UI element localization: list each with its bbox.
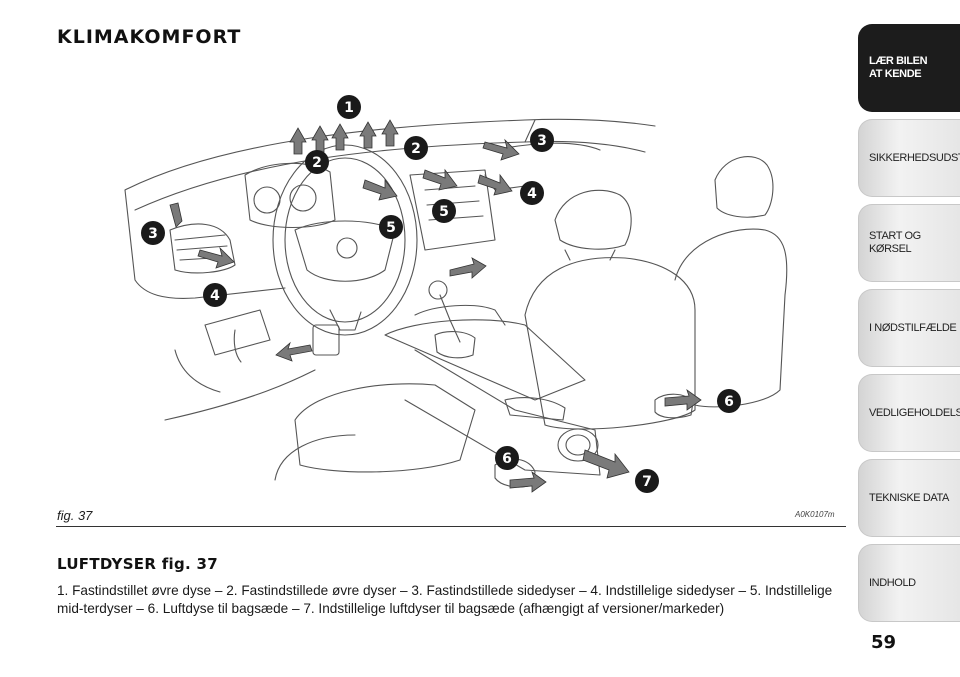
callout-5-left: 5 [379,215,403,239]
callout-2-left: 2 [305,150,329,174]
callout-1: 1 [337,95,361,119]
figure-rule [56,526,846,527]
figure-code: A0K0107m [795,510,835,519]
tab-label: LÆR BILEN AT KENDE [869,55,928,80]
tab-i-nodstilfaelde[interactable]: I NØDSTILFÆLDE [858,289,960,367]
callout-6-left: 6 [495,446,519,470]
tab-label: SIKKERHEDSUDSTYR [869,151,960,164]
page-number: 59 [871,632,897,653]
chapter-tabs: LÆR BILEN AT KENDE SIKKERHEDSUDSTYR STAR… [858,24,960,629]
tab-sikkerhedsudstyr[interactable]: SIKKERHEDSUDSTYR [858,119,960,197]
tab-start-og-korsel[interactable]: START OG KØRSEL [858,204,960,282]
tab-indhold[interactable]: INDHOLD [858,544,960,622]
tab-tekniske-data[interactable]: TEKNISKE DATA [858,459,960,537]
callout-7: 7 [635,469,659,493]
callout-2-right: 2 [404,136,428,160]
svg-text:2: 2 [312,155,322,171]
svg-text:6: 6 [502,451,512,467]
svg-text:4: 4 [210,288,220,304]
svg-text:7: 7 [642,474,652,490]
svg-text:1: 1 [344,100,354,116]
svg-text:5: 5 [386,220,396,236]
figure-label: fig. 37 [57,508,93,523]
tab-laer-bilen-at-kende[interactable]: LÆR BILEN AT KENDE [858,24,960,112]
svg-text:2: 2 [411,141,421,157]
svg-text:6: 6 [724,394,734,410]
callout-3-right: 3 [530,128,554,152]
page-title: KLIMAKOMFORT [57,26,242,48]
air-vents-illustration: 1 2 2 3 3 4 4 5 5 6 6 7 [124,95,788,493]
section-body-text: 1. Fastindstillet øvre dyse – 2. Fastind… [57,583,833,616]
callout-4-right: 4 [520,181,544,205]
svg-text:4: 4 [527,186,537,202]
callout-5-right: 5 [432,199,456,223]
tab-label: TEKNISKE DATA [869,491,949,504]
svg-text:5: 5 [439,204,449,220]
svg-text:3: 3 [148,226,158,242]
tab-vedligeholdelse[interactable]: VEDLIGEHOLDELSE [858,374,960,452]
tab-label: START OG KØRSEL [869,230,921,255]
callout-4-left: 4 [203,283,227,307]
tab-label: I NØDSTILFÆLDE [869,321,957,334]
callout-3-left: 3 [141,221,165,245]
tab-label: INDHOLD [869,576,916,589]
tab-label: VEDLIGEHOLDELSE [869,406,960,419]
section-heading: LUFTDYSER fig. 37 [57,555,219,573]
callout-6-right: 6 [717,389,741,413]
svg-text:3: 3 [537,133,547,149]
